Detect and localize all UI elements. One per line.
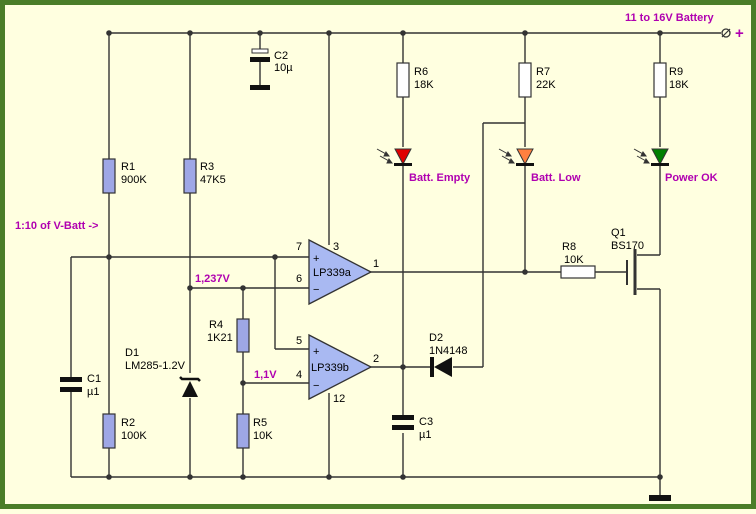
- r9-value: 18K: [669, 79, 689, 91]
- ref-voltage-b: 1,1V: [254, 369, 277, 381]
- resistor-r8: R8 10K: [560, 241, 596, 279]
- pin-7: 7: [296, 241, 302, 253]
- led-low-label: Batt. Low: [531, 172, 581, 184]
- c2-name: C2: [274, 50, 288, 62]
- q1-value: BS170: [611, 240, 644, 252]
- r7-name: R7: [536, 66, 550, 78]
- pin-5: 5: [296, 335, 302, 347]
- pin-3: 3: [333, 241, 339, 253]
- ref-voltage-a: 1,237V: [195, 273, 231, 285]
- r8-value: 10K: [564, 254, 584, 266]
- led-ok-body: [651, 148, 669, 166]
- d2-name: D2: [429, 332, 443, 344]
- opamp-lp339b: + − LP339b 5 4 12 2: [296, 333, 379, 405]
- junctions: [106, 30, 663, 480]
- r6-name: R6: [414, 66, 428, 78]
- pin-12: 12: [333, 393, 345, 405]
- led-ok-label: Power OK: [665, 172, 718, 184]
- led-low: Batt. Low: [498, 148, 581, 184]
- mosfet-q1: Q1 BS170: [611, 227, 644, 295]
- diode-d1: D1 LM285-1.2V: [125, 347, 201, 397]
- d1-value: LM285-1.2V: [125, 360, 186, 372]
- pin-2: 2: [373, 353, 379, 365]
- c3-name: C3: [419, 416, 433, 428]
- opamp-lp339a: + − LP339a 7 6 3 1: [296, 238, 379, 306]
- c3-value: µ1: [419, 429, 431, 441]
- pin-4: 4: [296, 369, 302, 381]
- opamp-a-minus-sign: −: [313, 284, 319, 296]
- c1-name: C1: [87, 373, 101, 385]
- resistor-r1: R1 900K: [102, 158, 147, 194]
- led-low-body: [516, 148, 534, 166]
- r3-value: 47K5: [200, 174, 226, 186]
- pin-6: 6: [296, 273, 302, 285]
- q1-name: Q1: [611, 227, 626, 239]
- capacitor-c3: C3 µ1: [392, 415, 433, 441]
- ground-symbol: [649, 495, 671, 501]
- d2-value: 1N4148: [429, 345, 468, 357]
- led-ok: Power OK: [633, 148, 718, 184]
- c2-value: 10µ: [274, 62, 293, 74]
- r2-value: 100K: [121, 430, 147, 442]
- r9-name: R9: [669, 66, 683, 78]
- resistor-r5: R5 10K: [236, 413, 273, 449]
- plus-sign: +: [735, 25, 744, 42]
- r5-value: 10K: [253, 430, 273, 442]
- opamp-b-name: LP339b: [311, 362, 349, 374]
- capacitor-c1: C1 µ1: [60, 373, 101, 398]
- opamp-a-name: LP339a: [313, 267, 352, 279]
- led-empty: Batt. Empty: [376, 148, 471, 184]
- r8-name: R8: [562, 241, 576, 253]
- resistor-r4: R4 1K21: [207, 318, 250, 353]
- battery-label: 11 to 16V Battery: [625, 12, 715, 24]
- resistor-r6: R6 18K: [396, 62, 434, 98]
- r4-value: 1K21: [207, 332, 233, 344]
- c1-value: µ1: [87, 386, 99, 398]
- vbatt-note: 1:10 of V-Batt ->: [15, 220, 98, 232]
- battery-terminal: + 11 to 16V Battery: [625, 12, 744, 42]
- resistor-r7: R7 22K: [518, 62, 556, 98]
- r1-value: 900K: [121, 174, 147, 186]
- capacitor-c2: C2 10µ: [250, 48, 293, 90]
- r7-value: 22K: [536, 79, 556, 91]
- opamp-b-plus-sign: +: [313, 346, 319, 358]
- r6-value: 18K: [414, 79, 434, 91]
- wires: [70, 32, 721, 496]
- opamp-a-plus-sign: +: [313, 253, 319, 265]
- opamp-b-minus-sign: −: [313, 380, 319, 392]
- pin-1: 1: [373, 258, 379, 270]
- r4-name: R4: [209, 319, 223, 331]
- led-empty-body: [394, 148, 412, 166]
- led-empty-label: Batt. Empty: [409, 172, 471, 184]
- r1-name: R1: [121, 161, 135, 173]
- diode-d2: D2 1N4148: [429, 332, 468, 377]
- d1-name: D1: [125, 347, 139, 359]
- r2-name: R2: [121, 417, 135, 429]
- resistor-r9: R9 18K: [653, 62, 689, 98]
- resistor-r3: R3 47K5: [183, 158, 226, 194]
- resistor-r2: R2 100K: [102, 413, 147, 449]
- r5-name: R5: [253, 417, 267, 429]
- r3-name: R3: [200, 161, 214, 173]
- schematic: + 11 to 16V Battery R1 900K R2 100K R3 4…: [15, 12, 744, 501]
